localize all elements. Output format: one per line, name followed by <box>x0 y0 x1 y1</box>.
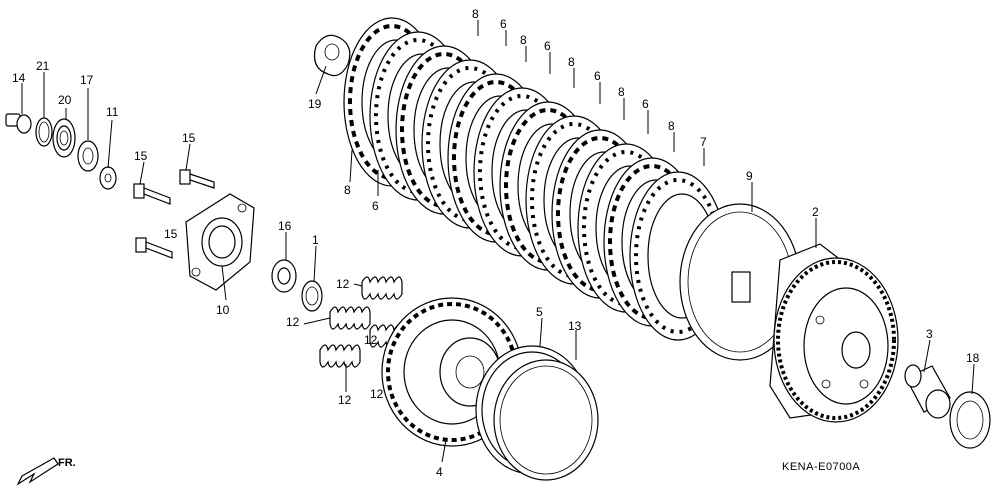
callout-3: 3 <box>926 327 933 341</box>
part-9-pressure-plate <box>679 203 801 361</box>
callout-12-c: 12 <box>364 333 378 347</box>
callout-12-a: 12 <box>336 277 350 291</box>
callout-16: 16 <box>278 219 292 233</box>
callout-5: 5 <box>536 305 543 319</box>
part-15-bolt-mid <box>133 183 171 205</box>
part-15-bolt-low <box>135 237 173 259</box>
part-18-thrust-washer <box>949 391 991 449</box>
callout-14: 14 <box>12 71 26 85</box>
part-20-bearing <box>52 118 76 158</box>
callout-6-c: 6 <box>544 39 551 53</box>
callout-15-mid: 15 <box>134 149 148 163</box>
callout-10: 10 <box>216 303 230 317</box>
part-13-ring <box>493 359 599 481</box>
part-12-spring-d <box>319 344 361 368</box>
callout-12-e: 12 <box>370 387 384 401</box>
callout-8-d: 8 <box>568 55 575 69</box>
callout-17: 17 <box>80 73 94 87</box>
callout-9: 9 <box>746 169 753 183</box>
callout-8-b: 8 <box>472 7 479 21</box>
part-2-clutch-outer <box>769 243 899 423</box>
part-12-spring-a <box>361 276 403 300</box>
part-15-bolt-top <box>179 169 215 189</box>
part-19-judder-spring-seat <box>313 34 351 77</box>
part-17-washer <box>77 140 99 172</box>
callout-8-e: 8 <box>618 85 625 99</box>
part-11-washer <box>99 166 117 190</box>
callout-13: 13 <box>568 319 582 333</box>
callout-11: 11 <box>106 105 119 119</box>
callout-8-a: 8 <box>344 183 351 197</box>
callout-18: 18 <box>966 351 980 365</box>
part-21-snap-ring <box>35 117 53 147</box>
callout-20: 20 <box>58 93 72 107</box>
callout-8-c: 8 <box>520 33 527 47</box>
front-direction-label: FR. <box>58 457 76 469</box>
part-10-lifter-plate <box>185 193 255 291</box>
callout-layer: 14 21 20 17 11 15 15 15 10 16 1 12 12 12… <box>12 7 980 479</box>
part-3-collar <box>904 364 951 419</box>
callout-15-low: 15 <box>164 227 178 241</box>
callout-21: 21 <box>36 59 50 73</box>
callout-15-top: 15 <box>182 131 196 145</box>
callout-2: 2 <box>812 205 819 219</box>
callout-12-b: 12 <box>286 315 300 329</box>
front-direction-arrow: FR. <box>16 457 76 486</box>
callout-6-d: 6 <box>594 69 601 83</box>
part-1-washer <box>301 280 323 312</box>
callout-19: 19 <box>308 97 322 111</box>
callout-8-f: 8 <box>668 119 675 133</box>
callout-6-a: 6 <box>372 199 379 213</box>
callout-12-d: 12 <box>338 393 352 407</box>
part-12-spring-b <box>329 306 371 330</box>
callout-6-b: 6 <box>500 17 507 31</box>
callout-1: 1 <box>312 233 319 247</box>
callout-4: 4 <box>436 465 443 479</box>
diagram-code: KENA-E0700A <box>782 461 860 473</box>
callout-6-e: 6 <box>642 97 649 111</box>
part-16-lock-nut <box>271 259 297 293</box>
callout-7: 7 <box>700 135 707 149</box>
part-14-bolt <box>5 113 32 134</box>
